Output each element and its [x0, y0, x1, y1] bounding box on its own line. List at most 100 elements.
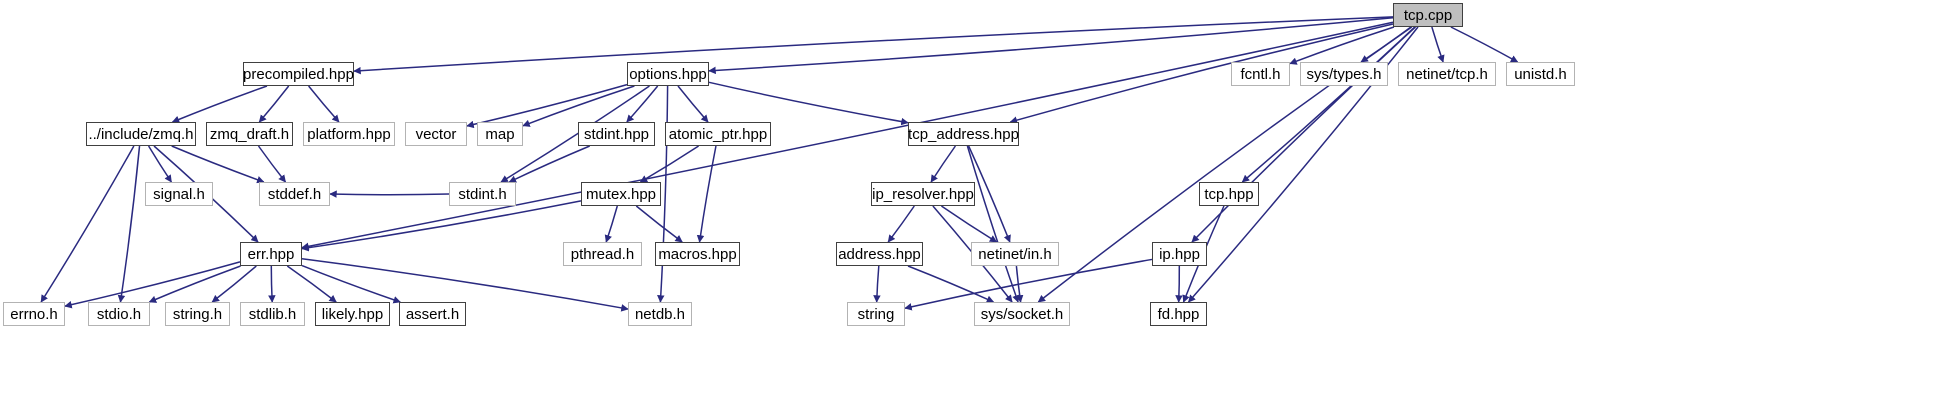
graph-node-ip_hpp[interactable]: ip.hpp	[1152, 242, 1207, 266]
graph-node-map[interactable]: map	[477, 122, 523, 146]
graph-edge-precompiled-to-zmq_h	[171, 85, 268, 123]
graph-edge-atomic_ptr-to-mutex	[639, 145, 700, 183]
graph-node-stddef_h[interactable]: stddef.h	[259, 182, 330, 206]
graph-node-err[interactable]: err.hpp	[240, 242, 302, 266]
graph-edge-options-to-stdint_hpp	[626, 85, 659, 123]
graph-node-label: ip.hpp	[1159, 245, 1200, 263]
graph-node-string_cpp[interactable]: string	[847, 302, 905, 326]
graph-node-label: options.hpp	[629, 65, 707, 83]
graph-node-stdint_hpp[interactable]: stdint.hpp	[578, 122, 655, 146]
graph-node-label: stddef.h	[267, 185, 322, 203]
graph-node-label: netinet/in.h	[978, 245, 1052, 263]
graph-node-macros[interactable]: macros.hpp	[655, 242, 740, 266]
graph-node-label: string	[857, 305, 895, 323]
graph-node-tcp_cpp[interactable]: tcp.cpp	[1393, 3, 1463, 27]
graph-edge-stdint_h-to-stddef_h	[329, 190, 450, 198]
graph-edge-precompiled-to-zmq_draft	[258, 85, 290, 123]
graph-node-netinet_in[interactable]: netinet/in.h	[971, 242, 1059, 266]
graph-node-label: zmq_draft.h	[209, 125, 290, 143]
graph-node-vector[interactable]: vector	[405, 122, 467, 146]
graph-node-label: fd.hpp	[1157, 305, 1200, 323]
graph-node-fd_hpp[interactable]: fd.hpp	[1150, 302, 1207, 326]
graph-node-label: vector	[415, 125, 457, 143]
graph-edge-tcp_cpp-to-unistd	[1450, 26, 1519, 63]
graph-edge-tcp_cpp-to-ip_hpp	[1191, 26, 1417, 243]
graph-node-errno_h[interactable]: errno.h	[3, 302, 65, 326]
graph-edge-tcp_cpp-to-err	[301, 21, 1394, 250]
graph-node-label: err.hpp	[247, 245, 295, 263]
graph-node-label: macros.hpp	[658, 245, 737, 263]
graph-edge-ip_resolver-to-netinet_in	[940, 205, 998, 243]
graph-node-assert_h[interactable]: assert.h	[399, 302, 466, 326]
graph-node-label: likely.hpp	[321, 305, 384, 323]
graph-node-fcntl[interactable]: fcntl.h	[1231, 62, 1290, 86]
graph-node-platform[interactable]: platform.hpp	[303, 122, 395, 146]
graph-node-label: stdio.h	[96, 305, 142, 323]
graph-edge-tcp_cpp-to-fd_hpp	[1187, 26, 1419, 303]
graph-node-label: netinet/tcp.h	[1406, 65, 1488, 83]
graph-node-label: stdint.hpp	[583, 125, 650, 143]
graph-edge-tcp_cpp-to-netinettcp	[1431, 26, 1445, 63]
graph-node-address[interactable]: address.hpp	[836, 242, 923, 266]
graph-node-label: sys/types.h	[1306, 65, 1382, 83]
graph-node-tcp_address[interactable]: tcp_address.hpp	[908, 122, 1019, 146]
graph-edge-address-to-string_cpp	[873, 265, 881, 303]
graph-edge-tcp_cpp-to-fcntl	[1289, 26, 1395, 65]
graph-edge-address-to-sys_socket	[907, 265, 995, 303]
graph-node-stdio_h[interactable]: stdio.h	[88, 302, 150, 326]
graph-node-label: mutex.hpp	[585, 185, 657, 203]
graph-node-pthread_h[interactable]: pthread.h	[563, 242, 642, 266]
graph-node-label: errno.h	[10, 305, 58, 323]
graph-edge-options-to-stdint_h	[500, 85, 650, 183]
graph-node-precompiled[interactable]: precompiled.hpp	[243, 62, 354, 86]
graph-edge-tcp_cpp-to-precompiled	[353, 16, 1394, 75]
graph-node-options[interactable]: options.hpp	[627, 62, 709, 86]
graph-node-label: atomic_ptr.hpp	[668, 125, 768, 143]
graph-node-netdb_h[interactable]: netdb.h	[628, 302, 692, 326]
graph-node-stdlib_h[interactable]: stdlib.h	[240, 302, 305, 326]
graph-node-label: stdint.h	[458, 185, 507, 203]
graph-edge-tcp_cpp-to-options	[708, 16, 1394, 75]
graph-node-label: precompiled.hpp	[243, 65, 354, 83]
graph-node-atomic_ptr[interactable]: atomic_ptr.hpp	[665, 122, 771, 146]
graph-node-label: ip_resolver.hpp	[872, 185, 974, 203]
graph-node-label: assert.h	[405, 305, 460, 323]
graph-node-mutex[interactable]: mutex.hpp	[581, 182, 661, 206]
graph-edge-tcp_address-to-ip_resolver	[930, 145, 957, 183]
graph-node-systypes[interactable]: sys/types.h	[1300, 62, 1388, 86]
graph-node-label: sys/socket.h	[980, 305, 1064, 323]
graph-node-label: platform.hpp	[307, 125, 391, 143]
graph-node-label: signal.h	[153, 185, 205, 203]
graph-edge-options-to-vector	[466, 83, 628, 129]
graph-node-unistd[interactable]: unistd.h	[1506, 62, 1575, 86]
graph-node-stdint_h[interactable]: stdint.h	[449, 182, 516, 206]
graph-edge-zmq_draft-to-stddef_h	[257, 145, 287, 183]
graph-node-likely[interactable]: likely.hpp	[315, 302, 390, 326]
graph-node-label: netdb.h	[634, 305, 686, 323]
graph-edge-err-to-errno_h	[64, 261, 241, 309]
graph-node-label: tcp_address.hpp	[908, 125, 1019, 143]
graph-node-label: fcntl.h	[1240, 65, 1281, 83]
graph-edge-zmq_h-to-stddef_h	[171, 145, 265, 184]
graph-node-zmq_draft[interactable]: zmq_draft.h	[206, 122, 293, 146]
graph-edge-options-to-tcp_address	[708, 81, 909, 126]
graph-edge-zmq_h-to-signal_h	[147, 145, 173, 183]
graph-edge-mutex-to-macros	[635, 205, 683, 243]
graph-node-signal_h[interactable]: signal.h	[145, 182, 213, 206]
graph-edge-ip_hpp-to-string_cpp	[904, 258, 1153, 311]
graph-node-label: pthread.h	[570, 245, 635, 263]
graph-edge-tcp_cpp-to-tcp_hpp	[1241, 26, 1416, 183]
graph-edge-err-to-likely	[286, 265, 337, 303]
graph-node-tcp_hpp[interactable]: tcp.hpp	[1199, 182, 1259, 206]
graph-node-netinettcp[interactable]: netinet/tcp.h	[1398, 62, 1496, 86]
graph-node-sys_socket[interactable]: sys/socket.h	[974, 302, 1070, 326]
graph-node-label: tcp.cpp	[1403, 6, 1453, 24]
graph-node-zmq_h[interactable]: ../include/zmq.h	[86, 122, 196, 146]
graph-edge-err-to-stdlib_h	[268, 265, 276, 303]
graph-node-ip_resolver[interactable]: ip_resolver.hpp	[871, 182, 975, 206]
graph-node-label: ../include/zmq.h	[88, 125, 194, 143]
graph-node-string_h[interactable]: string.h	[165, 302, 230, 326]
graph-edge-zmq_h-to-errno_h	[40, 145, 135, 303]
graph-edge-ip_resolver-to-address	[887, 205, 915, 243]
